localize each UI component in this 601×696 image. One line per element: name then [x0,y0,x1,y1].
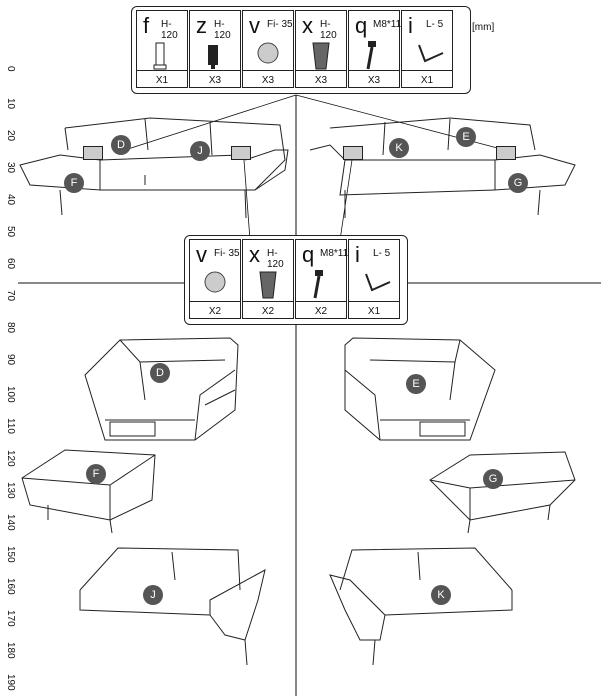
label-d: D [150,363,170,383]
part-code: Fi- 35 [214,248,240,259]
part-letter: x [302,13,313,38]
round-leg-icon [203,41,223,76]
part-letter: i [355,242,360,267]
part-code: H- 120 [267,248,284,270]
bolt-icon [362,41,382,76]
part-qty: X2 [261,306,275,317]
part-box-icon [343,146,363,160]
part-letter: v [249,13,260,38]
part-letter: q [302,242,315,267]
straight-leg-icon [150,41,170,76]
module-d [84,337,239,441]
part-qty: X2 [208,306,222,317]
label-g: G [483,469,503,489]
label-d: D [111,135,131,155]
unit-label: [mm] [472,22,495,33]
label-f: F [86,464,106,484]
part-qty: X3 [261,75,275,86]
part-box-icon [231,146,251,160]
part-letter: x [249,242,260,267]
part-qty: X3 [208,75,222,86]
part-qty: X1 [155,75,169,86]
ottoman-f [21,449,156,534]
label-e: E [406,374,426,394]
part-letter: f [143,13,150,38]
part-qty: X1 [367,306,381,317]
part-cell: v Fi- 35 X2 [189,239,241,319]
label-e: E [456,127,476,147]
label-j: J [143,585,163,605]
allen-key-icon [362,270,392,299]
label-g: G [508,173,528,193]
part-letter: i [408,13,413,38]
allen-key-icon [415,41,445,70]
ottoman-g [429,451,576,534]
part-box-icon [496,146,516,160]
part-qty: X2 [314,306,328,317]
felt-disc-icon [256,41,280,70]
felt-disc-icon [203,270,227,299]
part-code: H-120 [214,19,231,41]
part-qty: X3 [314,75,328,86]
part-letter: v [196,242,207,267]
part-code: M8*110 [373,19,407,30]
label-j: J [190,141,210,161]
part-code: M8*110 [320,248,354,259]
label-k: K [431,585,451,605]
part-qty: X3 [367,75,381,86]
sofa-j [79,547,266,666]
part-letter: q [355,13,368,38]
part-qty: X1 [420,75,434,86]
part-code: H- 120 [161,19,178,41]
label-k: K [389,138,409,158]
part-letter: z [196,13,207,38]
part-cell: i L- 5 X1 [348,239,400,319]
part-code: L- 5 [426,19,444,30]
corner-sofa-right [309,117,576,218]
part-code: H- 120 [320,19,337,41]
part-cell: i L- 5 X1 [401,10,453,88]
bolt-icon [309,270,329,305]
corner-sofa-left [19,117,289,219]
part-box-icon [83,146,103,160]
label-f: F [64,173,84,193]
sofa-k [329,547,513,666]
part-code: L- 5 [373,248,391,259]
module-e [344,337,496,441]
tapered-leg-icon [256,270,280,305]
part-cell: v Fi- 35 X3 [242,10,294,88]
part-code: Fi- 35 [267,19,293,30]
tapered-leg-icon [309,41,333,76]
